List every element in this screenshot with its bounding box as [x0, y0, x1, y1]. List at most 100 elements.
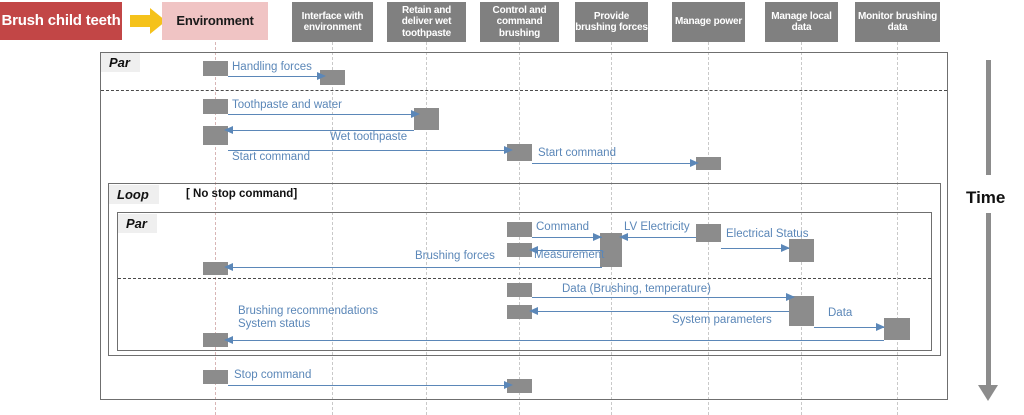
- lifeline-retain: [426, 42, 427, 415]
- message-line-m9: [721, 248, 789, 249]
- message-line-m5: [532, 163, 696, 164]
- message-line-m2: [228, 114, 414, 115]
- activation-control-3: [507, 243, 532, 257]
- message-line-m6: [532, 237, 602, 238]
- lifeline-header-label: Environment: [176, 12, 254, 28]
- message-arrowhead-m14: [224, 336, 233, 344]
- activation-control-6: [507, 379, 532, 393]
- message-label-m12: System parameters: [672, 314, 772, 326]
- message-label-m9: Electrical Status: [726, 228, 809, 240]
- message-arrowhead-m16: [504, 381, 513, 389]
- activation-control-1: [507, 144, 532, 161]
- activation-control-5: [507, 305, 532, 319]
- fragment-loop: [108, 183, 941, 356]
- message-arrowhead-m4: [504, 146, 513, 154]
- lifeline-header-monitor[interactable]: Monitor brushing data: [855, 2, 940, 42]
- lifeline-header-power[interactable]: Manage power: [672, 2, 745, 42]
- message-arrowhead-m8: [619, 233, 628, 241]
- message-arrowhead-m10: [224, 263, 233, 271]
- fragment-loop-guard: [ No stop command]: [186, 188, 298, 200]
- message-label-m10: Brushing forces: [415, 250, 495, 262]
- lifeline-header-label: Retain and deliver wet toothpaste: [401, 5, 452, 39]
- lifeline-header-retain[interactable]: Retain and deliver wet toothpaste: [387, 2, 466, 42]
- activation-control-2: [507, 222, 532, 237]
- activation-environment-4: [203, 262, 228, 275]
- fragment-par-outer-label: Par: [101, 53, 140, 72]
- lifeline-header-label: Manage local data: [771, 10, 832, 33]
- message-label-m4: Start command: [232, 151, 310, 163]
- message-arrowhead-m1: [317, 72, 326, 80]
- lifeline-header-forces[interactable]: Provide brushing forces: [575, 2, 648, 42]
- message-label-m16: Stop command: [234, 369, 312, 381]
- lifeline-environment: [215, 42, 216, 415]
- activation-retain-1: [414, 108, 439, 130]
- message-line-m11: [532, 297, 789, 298]
- time-axis-lower: [986, 213, 991, 385]
- message-arrowhead-m7: [529, 246, 538, 254]
- activation-environment-6: [203, 370, 228, 384]
- lifeline-header-label: Interface with environment: [301, 10, 364, 33]
- activation-localdata-1: [789, 239, 814, 262]
- message-line-m16: [228, 385, 507, 386]
- lifeline-header-label: Monitor brushing data: [857, 10, 937, 33]
- message-line-m14: [228, 340, 884, 341]
- fragment-par-inner: [117, 212, 932, 351]
- activation-environment-2: [203, 99, 228, 114]
- message-label-m8: LV Electricity: [624, 221, 690, 233]
- fragment-divider-inner: [118, 278, 931, 279]
- time-axis-arrowhead-icon: [978, 385, 998, 401]
- message-arrowhead-m2: [411, 110, 420, 118]
- lifeline-header-label: Manage power: [674, 16, 743, 28]
- lifeline-header-environment[interactable]: Environment: [162, 2, 268, 40]
- message-arrowhead-m5: [690, 159, 699, 167]
- lifeline-header-brush[interactable]: Brush child teeth: [0, 2, 122, 40]
- message-line-m4: [228, 150, 507, 151]
- message-label-m5: Start command: [538, 147, 616, 159]
- message-label-m1: Handling forces: [232, 61, 312, 73]
- message-label-m11: Data (Brushing, temperature): [562, 283, 711, 295]
- lifeline-header-localdata[interactable]: Manage local data: [765, 2, 838, 42]
- message-line-m13: [814, 327, 884, 328]
- message-arrowhead-m13: [876, 323, 885, 331]
- activation-control-4: [507, 283, 532, 297]
- message-arrowhead-m3: [224, 126, 233, 134]
- message-label-m13: Data: [828, 307, 853, 319]
- lifeline-header-control[interactable]: Control and command brushing: [480, 2, 559, 42]
- fragment-par-inner-label: Par: [118, 214, 157, 233]
- message-line-m8: [622, 237, 696, 238]
- message-line-m3: [228, 130, 414, 131]
- message-label-m6: Command: [536, 221, 590, 233]
- time-axis-label: Time: [966, 188, 1006, 207]
- message-line-m10: [228, 267, 602, 268]
- lifeline-header-label: Provide brushing forces: [575, 10, 648, 33]
- message-label-m14: Brushing recommendations: [238, 305, 378, 317]
- message-arrowhead-m11: [786, 293, 795, 301]
- activation-localdata-2: [789, 296, 814, 326]
- time-axis-upper: [986, 60, 991, 175]
- message-line-m12: [532, 311, 789, 312]
- lifeline-monitor: [897, 42, 898, 415]
- lifeline-localdata: [801, 42, 802, 415]
- message-line-m7: [532, 250, 602, 251]
- message-line-m1: [228, 76, 320, 77]
- activation-environment-3: [203, 126, 228, 145]
- activation-environment-1: [203, 61, 228, 76]
- lifeline-header-interface[interactable]: Interface with environment: [292, 2, 373, 42]
- message-label-m2: Toothpaste and water: [232, 99, 342, 111]
- fragment-par-outer: [100, 52, 948, 400]
- lifeline-forces: [611, 42, 612, 415]
- message-arrowhead-m6: [593, 233, 602, 241]
- message-arrowhead-m9: [781, 244, 790, 252]
- fragment-divider-outer: [101, 90, 947, 91]
- activation-interface-1: [320, 70, 345, 85]
- activation-power-2: [696, 224, 721, 242]
- activation-power-1: [696, 157, 721, 170]
- fragment-loop-label: Loop: [109, 185, 159, 204]
- activation-environment-5: [203, 333, 228, 347]
- lifeline-header-label: Brush child teeth: [1, 11, 121, 29]
- activation-monitor-1: [884, 318, 910, 340]
- message-label-m15: System status: [238, 318, 311, 330]
- lifeline-header-label: Control and command brushing: [492, 5, 547, 39]
- message-label-m3: Wet toothpaste: [330, 131, 408, 143]
